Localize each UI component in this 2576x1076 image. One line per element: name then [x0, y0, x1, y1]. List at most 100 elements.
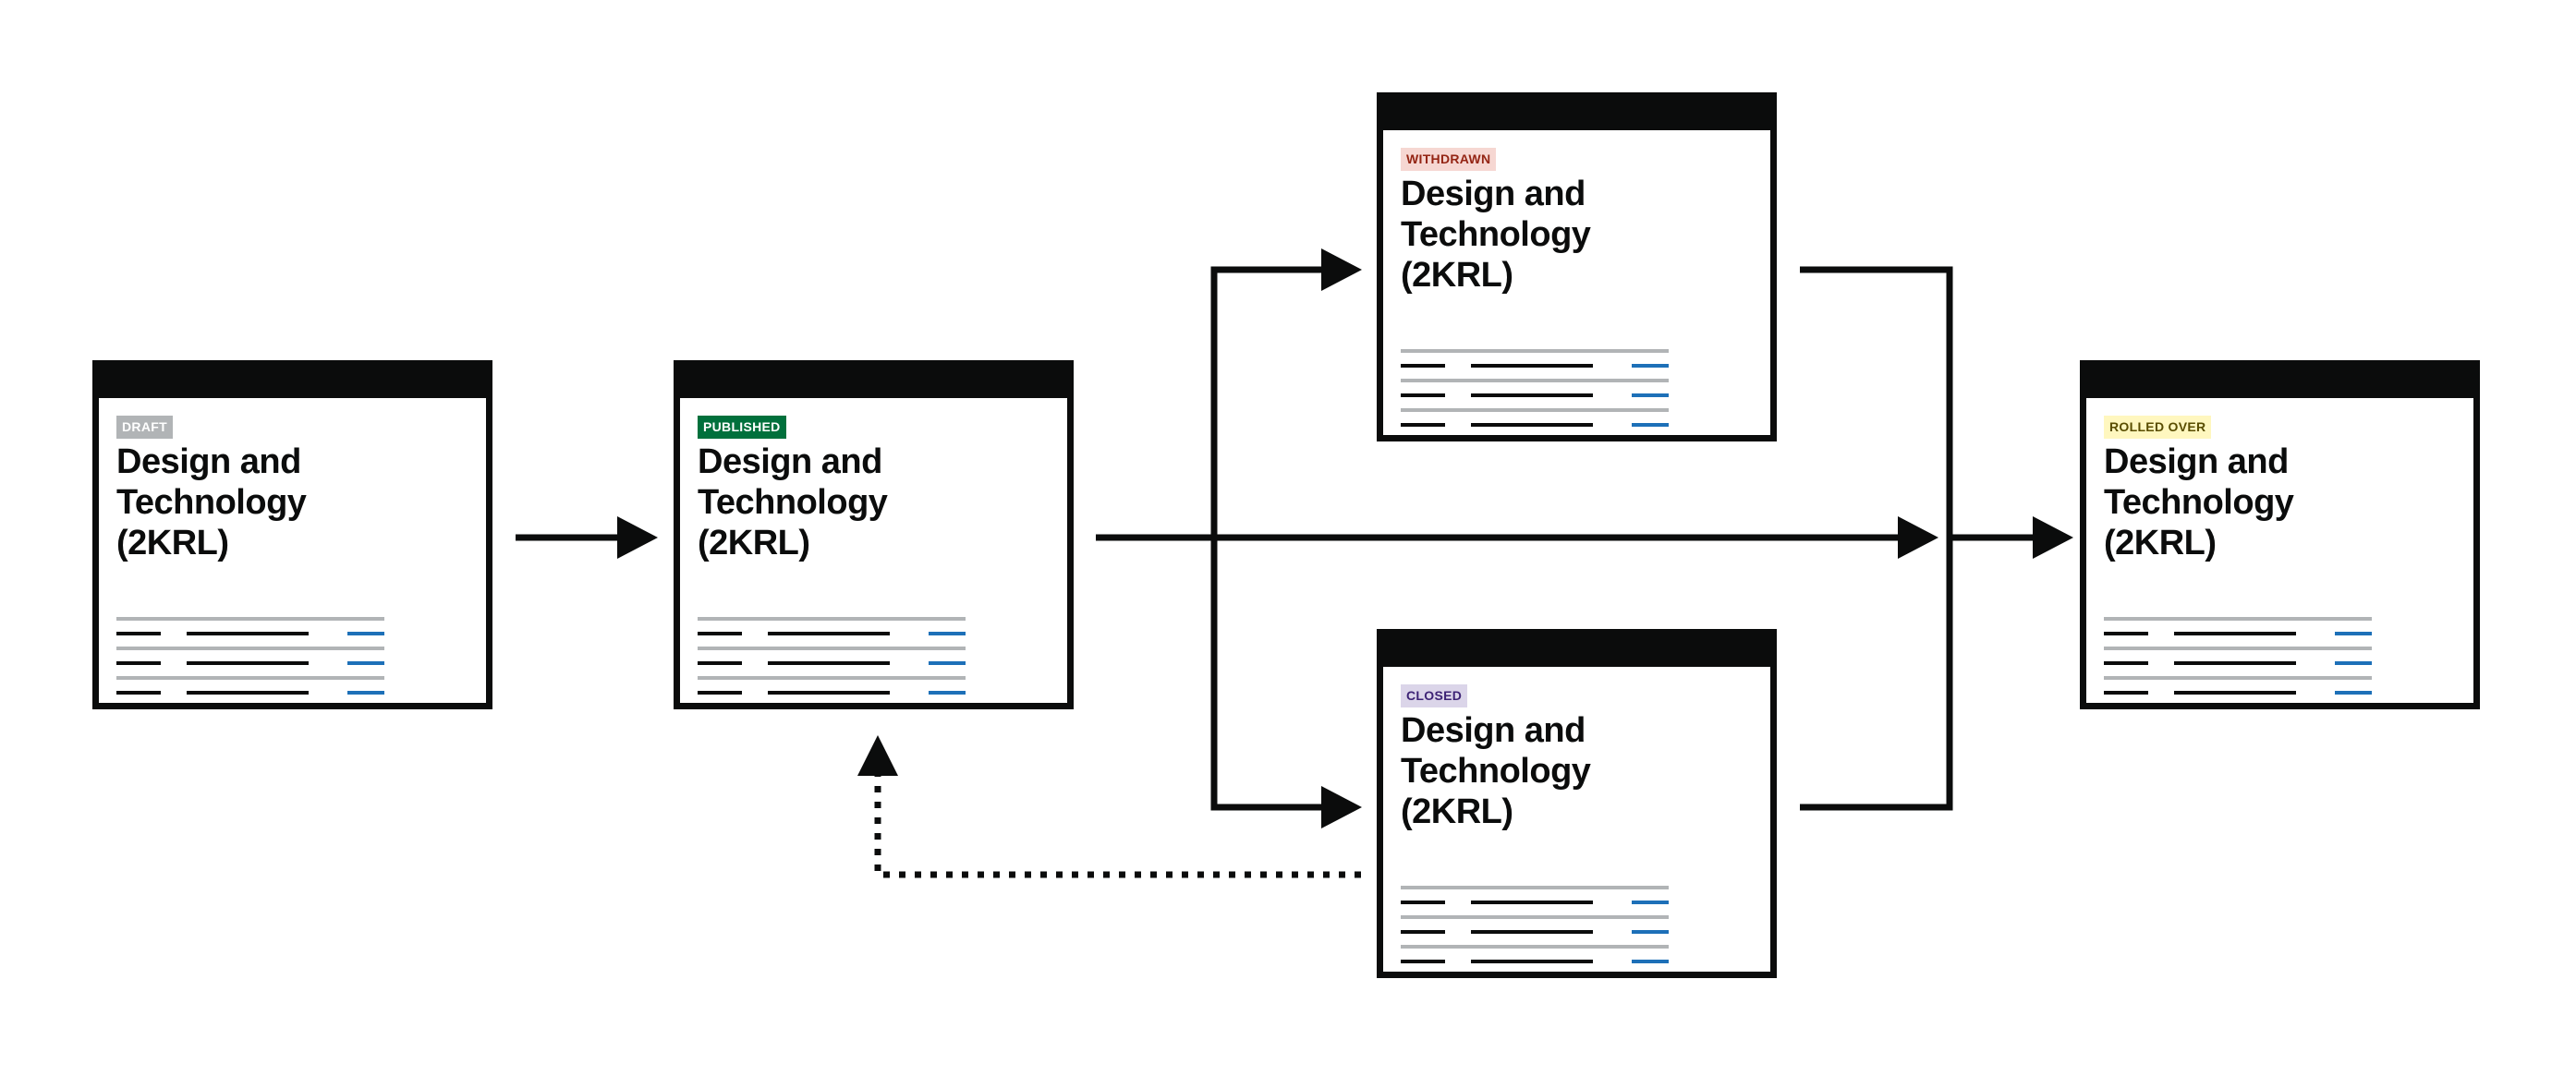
status-tag: Withdrawn: [1401, 148, 1497, 171]
placeholder-link-line: [929, 632, 966, 635]
card-title: Design and Technology (2KRL): [116, 442, 307, 562]
summary-list-placeholder: [116, 617, 384, 706]
card-rolled-over: Rolled overDesign and Technology (2KRL): [2080, 360, 2480, 709]
placeholder-row: [2104, 650, 2372, 676]
placeholder-key-line: [698, 632, 742, 635]
divider: [1401, 349, 1669, 353]
placeholder-link-line: [2335, 661, 2372, 665]
arrowhead-to-closed: [1321, 786, 1362, 828]
placeholder-value-line: [768, 661, 890, 665]
arrowhead-published-to-rolled-over: [1898, 516, 1938, 559]
placeholder-link-line: [929, 661, 966, 665]
placeholder-row: [698, 621, 966, 647]
placeholder-row: [1401, 889, 1669, 915]
placeholder-key-line: [116, 632, 161, 635]
placeholder-link-line: [1632, 901, 1669, 904]
status-tag: Published: [698, 416, 786, 439]
divider: [116, 676, 384, 680]
divider: [1401, 945, 1669, 949]
placeholder-row: [2104, 680, 2372, 706]
connector-withdrawn-to-merge: [1800, 266, 1953, 538]
divider: [116, 617, 384, 621]
card-title: Design and Technology (2KRL): [2104, 442, 2294, 562]
placeholder-key-line: [116, 691, 161, 695]
status-tag: Draft: [116, 416, 173, 439]
placeholder-key-line: [1401, 423, 1445, 427]
arrowhead-closed-to-published: [857, 735, 898, 776]
placeholder-key-line: [1401, 393, 1445, 397]
arrowhead-draft-to-published: [617, 516, 658, 559]
placeholder-link-line: [1632, 930, 1669, 934]
divider: [1401, 915, 1669, 919]
placeholder-row: [698, 680, 966, 706]
status-tag: Rolled over: [2104, 416, 2212, 439]
placeholder-row: [1401, 949, 1669, 974]
card-title: Design and Technology (2KRL): [698, 442, 888, 562]
placeholder-key-line: [1401, 930, 1445, 934]
divider: [2104, 676, 2372, 680]
placeholder-key-line: [1401, 960, 1445, 963]
status-tag: Closed: [1401, 684, 1468, 707]
arrow-published-to-closed: [1210, 538, 1321, 811]
placeholder-value-line: [2174, 632, 2296, 635]
placeholder-key-line: [2104, 691, 2148, 695]
divider: [2104, 647, 2372, 650]
placeholder-value-line: [1471, 393, 1593, 397]
placeholder-row: [1401, 353, 1669, 379]
connector-closed-to-merge: [1800, 538, 1953, 811]
placeholder-key-line: [2104, 632, 2148, 635]
placeholder-link-line: [2335, 691, 2372, 695]
divider: [116, 647, 384, 650]
placeholder-value-line: [2174, 691, 2296, 695]
placeholder-value-line: [1471, 423, 1593, 427]
divider: [698, 676, 966, 680]
placeholder-row: [116, 680, 384, 706]
arrowhead-to-withdrawn: [1321, 248, 1362, 291]
card-draft: DraftDesign and Technology (2KRL): [92, 360, 492, 709]
placeholder-link-line: [2335, 632, 2372, 635]
summary-list-placeholder: [1401, 886, 1669, 974]
placeholder-link-line: [1632, 364, 1669, 368]
divider: [1401, 408, 1669, 412]
placeholder-key-line: [1401, 901, 1445, 904]
divider: [1401, 379, 1669, 382]
placeholder-value-line: [1471, 930, 1593, 934]
placeholder-value-line: [768, 632, 890, 635]
placeholder-link-line: [1632, 423, 1669, 427]
placeholder-value-line: [1471, 364, 1593, 368]
placeholder-link-line: [347, 661, 384, 665]
placeholder-value-line: [2174, 661, 2296, 665]
placeholder-key-line: [698, 691, 742, 695]
placeholder-key-line: [1401, 364, 1445, 368]
placeholder-value-line: [1471, 901, 1593, 904]
divider: [2104, 617, 2372, 621]
placeholder-value-line: [187, 661, 309, 665]
card-published: PublishedDesign and Technology (2KRL): [674, 360, 1074, 709]
arrow-published-to-withdrawn: [1210, 266, 1321, 538]
card-closed: ClosedDesign and Technology (2KRL): [1377, 629, 1777, 978]
placeholder-value-line: [187, 632, 309, 635]
card-title: Design and Technology (2KRL): [1401, 175, 1591, 295]
summary-list-placeholder: [1401, 349, 1669, 438]
placeholder-row: [116, 621, 384, 647]
placeholder-link-line: [929, 691, 966, 695]
card-title: Design and Technology (2KRL): [1401, 711, 1591, 831]
placeholder-row: [698, 650, 966, 676]
summary-list-placeholder: [698, 617, 966, 706]
placeholder-link-line: [347, 691, 384, 695]
summary-list-placeholder: [2104, 617, 2372, 706]
divider: [698, 617, 966, 621]
placeholder-key-line: [698, 661, 742, 665]
card-withdrawn: WithdrawnDesign and Technology (2KRL): [1377, 92, 1777, 441]
divider: [1401, 886, 1669, 889]
arrowhead-to-rolled-over: [2033, 516, 2073, 559]
placeholder-key-line: [2104, 661, 2148, 665]
placeholder-row: [116, 650, 384, 676]
placeholder-row: [2104, 621, 2372, 647]
placeholder-row: [1401, 412, 1669, 438]
placeholder-row: [1401, 919, 1669, 945]
placeholder-value-line: [1471, 960, 1593, 963]
placeholder-value-line: [187, 691, 309, 695]
arrow-closed-to-published-dotted: [874, 776, 1361, 878]
